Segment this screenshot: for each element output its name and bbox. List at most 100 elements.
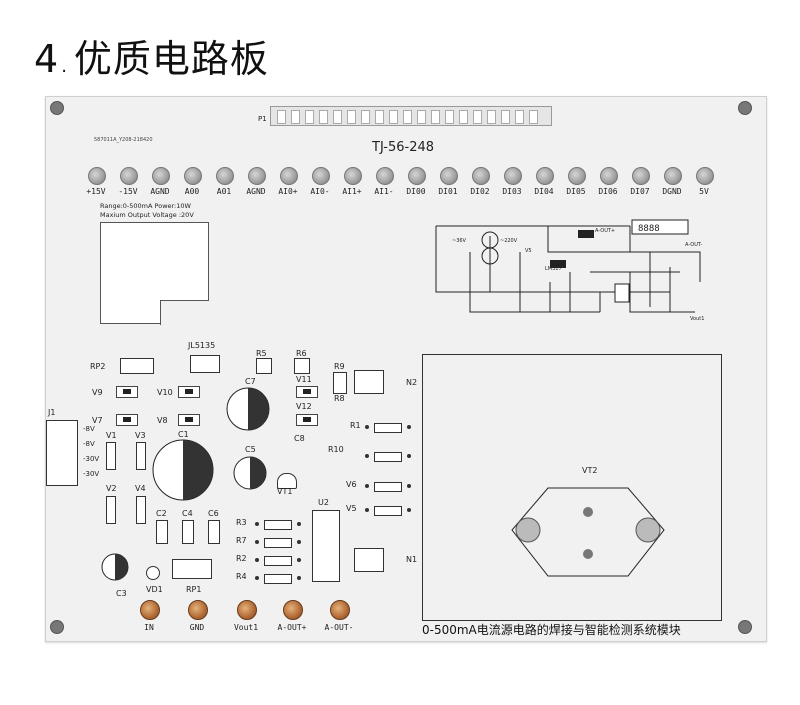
- label-v11: V11: [296, 375, 312, 384]
- test-pad-label: A01: [216, 187, 232, 196]
- label-j1: J1: [48, 408, 56, 417]
- label-rp1: RP1: [186, 585, 202, 594]
- label-v6: V6: [346, 480, 357, 489]
- label-vt1: VT1: [277, 487, 293, 496]
- test-pad-label: DI04: [534, 187, 554, 196]
- r4-resistor: [255, 574, 301, 584]
- label-c7: C7: [245, 377, 256, 386]
- test-pad: [216, 167, 234, 185]
- svg-text:LM317: LM317: [545, 266, 562, 272]
- test-pad-label: AGND: [150, 187, 170, 196]
- terminal-post: [140, 600, 160, 620]
- label-r10: R10: [328, 445, 344, 454]
- pcb-board: [45, 96, 767, 642]
- label-v2: V2: [106, 484, 117, 493]
- test-pad: [312, 167, 330, 185]
- terminal-post: [330, 600, 350, 620]
- j1-pin-2: -8V: [83, 440, 95, 448]
- c1-capacitor: [152, 439, 214, 501]
- section-number: 4: [34, 37, 60, 81]
- r7-resistor: [255, 538, 301, 548]
- test-pad-label: +15V: [86, 187, 106, 196]
- test-pad: [536, 167, 554, 185]
- test-pad-label: -15V: [118, 187, 138, 196]
- board-model: TJ-56-248: [372, 140, 435, 155]
- n1-component: [354, 548, 384, 572]
- test-pad-label: DI07: [630, 187, 650, 196]
- test-pad: [376, 167, 394, 185]
- label-c4: C4: [182, 509, 193, 518]
- terminal-label: GND: [189, 623, 205, 632]
- header-connector: [270, 106, 552, 126]
- svg-text:A-OUT-: A-OUT-: [685, 242, 702, 248]
- v12-led: [296, 414, 318, 426]
- c2-capacitor: [156, 520, 168, 544]
- v1-diode: [106, 442, 116, 470]
- test-pad-label: DI03: [502, 187, 522, 196]
- label-v10: V10: [157, 388, 173, 397]
- svg-text:Vout1: Vout1: [690, 316, 704, 322]
- r2-resistor: [255, 556, 301, 566]
- terminal-label: Vout1: [233, 623, 259, 632]
- test-pad-label: AI1+: [342, 187, 362, 196]
- r5-pad: [256, 358, 272, 374]
- v8-led: [178, 414, 200, 426]
- terminal-label: A-OUT+: [277, 623, 307, 632]
- label-v1: V1: [106, 431, 117, 440]
- label-vd1: VD1: [146, 585, 163, 594]
- test-pad: [248, 167, 266, 185]
- test-pad: [664, 167, 682, 185]
- terminal-label: A-OUT-: [324, 623, 354, 632]
- n2-component: [354, 370, 384, 394]
- v11-led: [296, 386, 318, 398]
- v9-led: [116, 386, 138, 398]
- label-n1: N1: [406, 555, 418, 564]
- test-pad-label: DI02: [470, 187, 490, 196]
- j1-pin-1: -8V: [83, 425, 95, 433]
- test-pad: [568, 167, 586, 185]
- j1-connector: [46, 420, 78, 486]
- v4-diode: [136, 496, 146, 524]
- label-c3: C3: [116, 589, 127, 598]
- r10-resistor: [365, 452, 411, 462]
- label-r5: R5: [256, 349, 267, 358]
- label-c8: C8: [294, 434, 305, 443]
- test-pad-label: DI01: [438, 187, 458, 196]
- label-r9: R9: [334, 362, 345, 371]
- vd1-led: [146, 566, 160, 580]
- label-r4: R4: [236, 572, 247, 581]
- jl5135-connector: [190, 355, 220, 373]
- label-v3: V3: [135, 431, 146, 440]
- test-pad: [408, 167, 426, 185]
- label-v5: V5: [346, 504, 357, 513]
- test-pad: [472, 167, 490, 185]
- label-n2: N2: [406, 378, 418, 387]
- label-v9: V9: [92, 388, 103, 397]
- c6-capacitor: [208, 520, 220, 544]
- label-r1: R1: [350, 421, 361, 430]
- test-pad: [88, 167, 106, 185]
- test-pad-label: DI06: [598, 187, 618, 196]
- svg-text:~36V: ~36V: [452, 238, 467, 244]
- v6-diode: [365, 482, 411, 492]
- test-pad-label: DI00: [406, 187, 426, 196]
- label-u2: U2: [318, 498, 329, 507]
- test-pad-label: 5V: [699, 187, 709, 196]
- label-c2: C2: [156, 509, 167, 518]
- label-r7: R7: [236, 536, 247, 545]
- label-v8: V8: [157, 416, 168, 425]
- v10-led: [178, 386, 200, 398]
- test-pad: [632, 167, 650, 185]
- label-c5: C5: [245, 445, 256, 454]
- test-pad-label: AI1-: [374, 187, 394, 196]
- svg-text:V5: V5: [525, 248, 532, 254]
- spec-line-2: Maxium Output Voltage :20V: [100, 211, 194, 219]
- svg-text:~220V: ~220V: [500, 238, 518, 244]
- u2-ic: [312, 510, 340, 582]
- lcd-notch: [160, 300, 209, 325]
- board-title: 0-500mA电流源电路的焊接与智能检测系统模块: [422, 623, 681, 637]
- label-v4: V4: [135, 484, 146, 493]
- mounting-hole-top-right: [738, 101, 752, 115]
- test-pad: [344, 167, 362, 185]
